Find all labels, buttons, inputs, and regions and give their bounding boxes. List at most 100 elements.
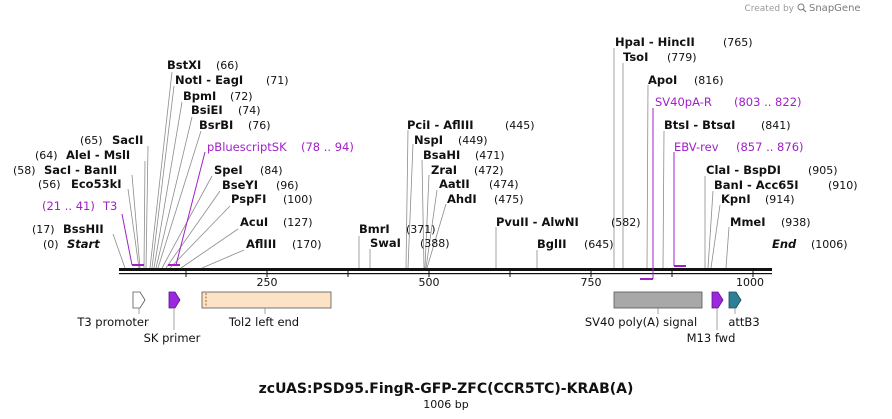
enzyme-swai-pos: (388) [420,237,450,250]
enzyme-bpmi-pos: (72) [230,90,253,103]
enzyme-noti-name: NotI - EagI [175,73,243,87]
primer-t3[interactable]: (21 .. 41) T3 [42,199,117,213]
enzyme-pcii-pos: (445) [505,119,535,132]
enzyme-apoi-name: ApoI [648,73,677,87]
enzyme-hpai-pos: (765) [723,36,753,49]
feature-tol2-left-end[interactable]: Tol2 left end [201,291,332,329]
credit-brand: SnapGene [809,3,861,14]
enzyme-bsshii-name: BssHII [63,222,104,236]
enzyme-saci[interactable]: (58) SacI - BanII [13,163,117,177]
enzyme-acui-name: AcuI [240,215,268,229]
enzyme-afliii[interactable]: AflIII (170) [246,237,322,251]
enzyme-btsi[interactable]: BtsI - BtsαI (841) [664,118,791,132]
enzyme-noti-pos: (71) [266,74,289,87]
enzyme-nspi[interactable]: NspI (449) [414,133,488,147]
enzyme-saci-pos: (58) [13,164,36,177]
enzyme-eco53ki-pos: (56) [38,178,61,191]
enzyme-alei[interactable]: (64) AleI - MslI [35,148,130,162]
primer-sv40pa-r-name: SV40pA-R [655,95,712,109]
snapgene-credit: Created by SnapGene [744,3,860,14]
enzyme-bsrbi[interactable]: BsrBI (76) [199,118,271,132]
enzyme-pspfi-name: PspFI [231,192,266,206]
enzyme-bstxi-name: BstXI [167,58,201,72]
enzyme-nspi-pos: (449) [458,134,488,147]
enzyme-pspfi[interactable]: PspFI (100) [231,192,313,206]
enzyme-kpni[interactable]: KpnI (914) [721,192,795,206]
enzyme-tsoi[interactable]: TsoI (779) [623,50,697,64]
enzyme-pspfi-pos: (100) [283,193,313,206]
enzyme-bseyi[interactable]: BseYI (96) [222,178,299,192]
feature-attb3[interactable]: attB3 [728,291,760,329]
enzyme-ahdi-name: AhdI [447,192,477,206]
enzyme-alei-pos: (64) [35,149,58,162]
start-pos: (0) [43,238,59,251]
primer-pbluescriptsk-name: pBluescriptSK [207,140,287,154]
enzyme-bsahi[interactable]: BsaHI (471) [423,148,505,162]
feature-sk-primer-label: SK primer [144,331,201,345]
enzyme-bmri[interactable]: BmrI (371) [359,222,436,236]
enzyme-btsi-name: BtsI - BtsαI [664,118,735,132]
enzyme-kpni-pos: (914) [765,193,795,206]
enzyme-bsrbi-pos: (76) [248,119,271,132]
enzyme-acui[interactable]: AcuI (127) [240,215,313,229]
enzyme-ahdi[interactable]: AhdI (475) [447,192,524,206]
end-marker: End (1006) [772,237,848,251]
enzyme-btsi-pos: (841) [761,119,791,132]
enzyme-apoi[interactable]: ApoI (816) [648,73,724,87]
enzyme-aatii-name: AatII [439,177,470,191]
enzyme-spei[interactable]: SpeI (84) [214,163,283,177]
enzyme-bmri-pos: (371) [406,223,436,236]
enzyme-afliii-pos: (170) [292,238,322,251]
enzyme-pvuii-pos: (582) [611,216,641,229]
enzyme-clai[interactable]: ClaI - BspDI (905) [706,163,838,177]
enzyme-bglii-name: BglII [537,237,567,251]
ruler-tick-500: 500 [419,276,440,289]
feature-sk-primer[interactable]: SK primer [144,291,201,345]
enzyme-pcii[interactable]: PciI - AflIII (445) [407,118,535,132]
enzyme-bseyi-pos: (96) [276,179,299,192]
primer-t3-name: T3 [102,199,117,213]
map-title: zcUAS:PSD95.FingR-GFP-ZFC(CCR5TC)-KRAB(A… [259,381,634,397]
feature-sv40-polya-signal[interactable]: SV40 poly(A) signal [585,291,703,329]
enzyme-swai[interactable]: SwaI (388) [370,236,450,250]
end-pos: (1006) [811,238,848,251]
enzyme-zrai[interactable]: ZraI (472) [431,163,504,177]
enzyme-hpai[interactable]: HpaI - HincII (765) [615,35,753,49]
primer-t3-range: (21 .. 41) [42,199,95,213]
start-marker: (0) Start [43,237,100,251]
feature-t3-promoter[interactable]: T3 promoter [76,291,149,329]
primer-pbluescriptsk-range: (78 .. 94) [301,140,354,154]
enzyme-zrai-pos: (472) [474,164,504,177]
enzyme-bsiei[interactable]: BsiEI (74) [191,103,261,117]
primer-ebv-rev-name: EBV-rev [674,140,719,154]
enzyme-bsiei-pos: (74) [238,104,261,117]
enzyme-mmei[interactable]: MmeI (938) [730,215,811,229]
enzyme-eco53ki[interactable]: (56) Eco53kI [38,177,122,191]
enzyme-aatii[interactable]: AatII (474) [439,177,519,191]
enzyme-tsoi-pos: (779) [667,51,697,64]
enzyme-bstxi[interactable]: BstXI (66) [167,58,239,72]
enzyme-noti[interactable]: NotI - EagI (71) [175,73,289,87]
enzyme-pcii-name: PciI - AflIII [407,118,474,132]
feature-m13-fwd-label: M13 fwd [687,331,736,345]
sequence-backbone [119,268,772,277]
enzyme-bpmi-name: BpmI [183,89,216,103]
enzyme-bpmi[interactable]: BpmI (72) [183,89,253,103]
enzyme-spei-pos: (84) [260,164,283,177]
primer-ebv-rev[interactable]: EBV-rev (857 .. 876) [674,140,804,154]
enzyme-pvuii[interactable]: PvuII - AlwNI (582) [496,215,641,229]
enzyme-bsshii[interactable]: (17) BssHII [32,222,104,236]
primer-sv40pa-r[interactable]: SV40pA-R (803 .. 822) [655,95,802,109]
primer-pbluescriptsk[interactable]: pBluescriptSK (78 .. 94) [207,140,354,154]
enzyme-bglii[interactable]: BglII (645) [537,237,614,251]
primer-ebv-rev-range: (857 .. 876) [736,140,804,154]
enzyme-sacii[interactable]: (65) SacII [80,133,143,147]
attb3-arrow-icon [728,291,742,309]
enzyme-kpni-name: KpnI [721,192,751,206]
enzyme-bsrbi-name: BsrBI [199,118,233,132]
enzyme-bani-name: BanI - Acc65I [714,178,799,192]
enzyme-bani[interactable]: BanI - Acc65I (910) [714,178,858,192]
enzyme-sacii-name: SacII [112,133,143,147]
feature-m13-fwd[interactable]: M13 fwd [687,291,736,345]
